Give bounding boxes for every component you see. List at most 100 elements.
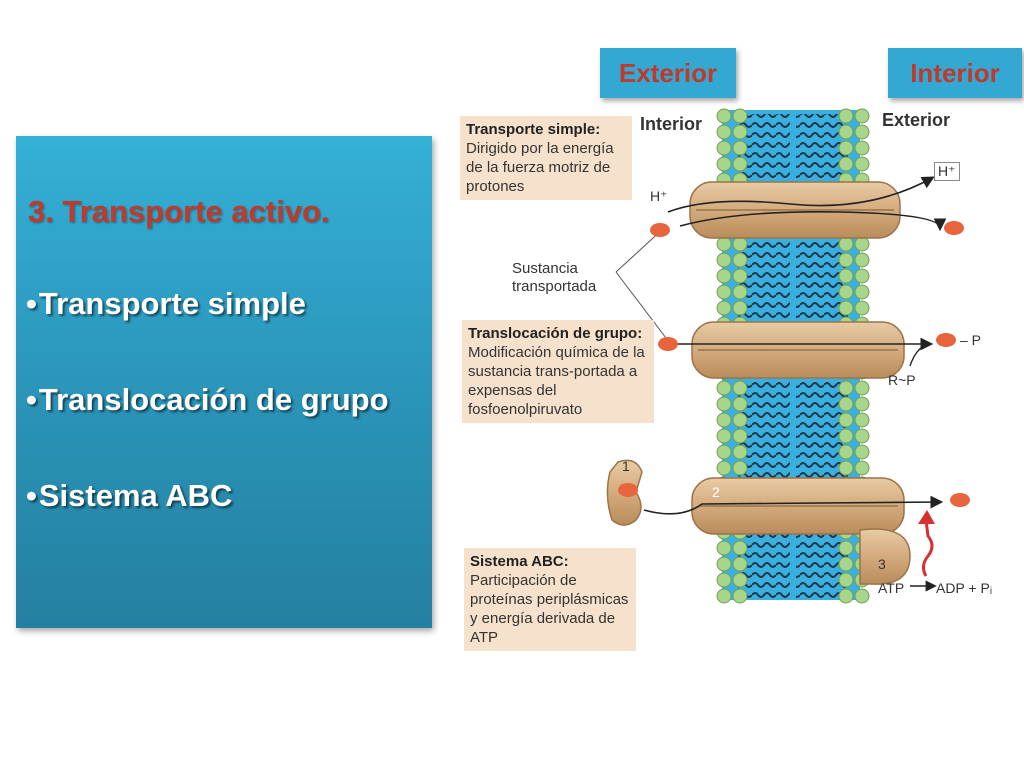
- lipid-head: [732, 300, 748, 316]
- energy-arrow: [921, 519, 934, 577]
- lipid-head: [716, 284, 732, 300]
- interior-tag: Interior: [888, 48, 1022, 98]
- substance-dot: [944, 221, 964, 235]
- info-box-abc: Sistema ABC: Participación de proteínas …: [464, 548, 636, 651]
- lipid-head: [732, 428, 748, 444]
- lipid-head: [732, 412, 748, 428]
- lipid-head: [838, 444, 854, 460]
- lipid-head: [854, 396, 870, 412]
- lipid-head: [854, 412, 870, 428]
- lipid-head: [854, 428, 870, 444]
- lipid-head: [838, 156, 854, 172]
- lipid-head: [716, 124, 732, 140]
- arrow-phosphate: [909, 343, 929, 367]
- lipid-head: [854, 156, 870, 172]
- substance-dot: [658, 337, 678, 351]
- lipid-head: [838, 300, 854, 316]
- lipid-head: [854, 140, 870, 156]
- lipid-head: [854, 380, 870, 396]
- lipid-head: [854, 284, 870, 300]
- adp-label: ADP + Pᵢ: [936, 580, 993, 596]
- lipid-head: [732, 236, 748, 252]
- substance-dot: [936, 333, 956, 347]
- bullet-list: •Transporte simple •Translocación de gru…: [26, 286, 389, 574]
- lipid-head: [732, 540, 748, 556]
- lipid-head: [716, 460, 732, 476]
- lipid-head: [716, 108, 732, 124]
- lipid-head: [854, 300, 870, 316]
- substance-label: Sustancia transportada: [512, 260, 597, 295]
- lipid-head: [732, 572, 748, 588]
- lipid-head: [716, 428, 732, 444]
- lipid-head: [732, 460, 748, 476]
- proton-label-left: H⁺: [650, 188, 668, 204]
- lipid-head: [838, 140, 854, 156]
- phosphate-label: – P: [960, 332, 982, 348]
- lipid-head: [854, 444, 870, 460]
- lipid-head: [838, 124, 854, 140]
- bullet-icon: •: [26, 478, 37, 513]
- lipid-head: [732, 396, 748, 412]
- lipid-head: [838, 412, 854, 428]
- lipid-head: [854, 108, 870, 124]
- bullet-item-simple: •Transporte simple: [26, 286, 306, 321]
- lipid-head: [732, 156, 748, 172]
- lipid-head: [716, 300, 732, 316]
- lipid-head: [838, 284, 854, 300]
- lipid-head: [854, 268, 870, 284]
- arrow-substance-3: [643, 495, 944, 515]
- membrane-svg: [606, 108, 970, 604]
- lipid-head: [716, 380, 732, 396]
- lipid-head: [838, 540, 854, 556]
- lipid-head: [838, 268, 854, 284]
- lipid-head: [838, 428, 854, 444]
- lipid-head: [838, 572, 854, 588]
- lipid-head: [716, 444, 732, 460]
- lipid-head: [716, 588, 732, 604]
- lipid-head: [838, 460, 854, 476]
- lipid-head: [732, 284, 748, 300]
- lipid-head: [732, 380, 748, 396]
- panel-heading: 3. Transporte activo.: [28, 194, 330, 229]
- lipid-head: [716, 412, 732, 428]
- proton-label-right: H⁺: [934, 162, 960, 181]
- lipid-head: [838, 252, 854, 268]
- lipid-head: [732, 268, 748, 284]
- lipid-head: [716, 268, 732, 284]
- lipid-head: [732, 140, 748, 156]
- membrane-figure: Interior Exterior Transporte simple: Dir…: [440, 100, 1024, 680]
- lipid-head: [838, 396, 854, 412]
- lipid-head: [732, 124, 748, 140]
- lipid-head: [854, 124, 870, 140]
- bullet-item-abc: •Sistema ABC: [26, 478, 233, 513]
- lipid-head: [854, 460, 870, 476]
- number-1: 1: [622, 458, 630, 474]
- info-box-simple: Transporte simple: Dirigido por la energ…: [460, 116, 632, 200]
- lipid-head: [732, 252, 748, 268]
- rp-label: R~P: [888, 372, 916, 388]
- lipid-head: [838, 108, 854, 124]
- lipid-head: [732, 108, 748, 124]
- inside-label: Interior: [640, 114, 703, 134]
- info-box-group: Translocación de grupo: Modificación quí…: [462, 320, 654, 423]
- lipid-head: [838, 380, 854, 396]
- number-2: 2: [712, 484, 720, 500]
- lipid-head: [716, 572, 732, 588]
- lipid-head: [716, 156, 732, 172]
- bullet-icon: •: [26, 382, 37, 417]
- lipid-head: [854, 588, 870, 604]
- lipid-head: [732, 556, 748, 572]
- atp-label: ATP: [878, 580, 905, 596]
- lipid-head: [732, 444, 748, 460]
- lipid-head: [854, 236, 870, 252]
- bullet-icon: •: [26, 286, 37, 321]
- atpase-subunit: [859, 528, 911, 585]
- lipid-head: [838, 556, 854, 572]
- bullet-item-group: •Translocación de grupo: [26, 382, 389, 417]
- lipid-head: [732, 588, 748, 604]
- substance-dot: [650, 223, 670, 237]
- substance-dot: [618, 483, 638, 497]
- content-panel: 3. Transporte activo. •Transporte simple…: [16, 136, 432, 628]
- lipid-head: [716, 556, 732, 572]
- lipid-head: [716, 140, 732, 156]
